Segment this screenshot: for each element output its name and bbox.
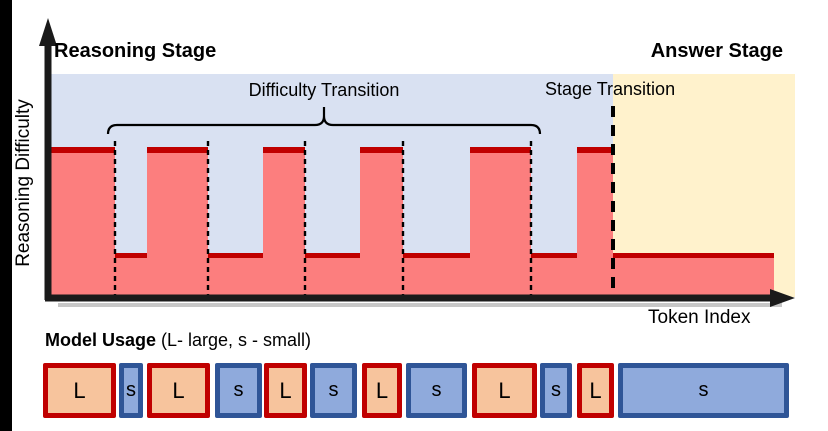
difficulty-level-line bbox=[305, 253, 360, 258]
model-block-small: s bbox=[215, 363, 262, 418]
difficulty-level-line bbox=[360, 147, 403, 153]
model-block-small: s bbox=[540, 363, 572, 418]
model-block-letter: L bbox=[279, 377, 292, 403]
answer-stage-title: Answer Stage bbox=[650, 40, 783, 62]
stage-transition-label: Stage Transition bbox=[545, 79, 676, 99]
model-block-letter: L bbox=[172, 377, 185, 403]
difficulty-level-line bbox=[51, 147, 115, 153]
difficulty-level-line bbox=[470, 147, 531, 153]
difficulty-level-line bbox=[577, 147, 613, 153]
difficulty-level-line bbox=[147, 147, 208, 153]
difficulty-transition-brace bbox=[106, 107, 542, 135]
difficulty-level-line bbox=[115, 253, 147, 258]
model-block-large: L bbox=[264, 363, 307, 418]
model-block-small: s bbox=[119, 363, 143, 418]
model-block-large: L bbox=[577, 363, 614, 418]
x-axis-label: Token Index bbox=[648, 307, 751, 328]
reasoning-stage-title: Reasoning Stage bbox=[54, 40, 217, 62]
model-block-letter: s bbox=[698, 379, 709, 401]
difficulty-transition-label: Difficulty Transition bbox=[248, 80, 400, 100]
difficulty-level-line bbox=[208, 253, 263, 258]
model-usage-label-note: (L- large, s - small) bbox=[156, 330, 312, 350]
model-block-letter: s bbox=[126, 379, 136, 401]
model-block-large: L bbox=[43, 363, 116, 418]
model-block-letter: L bbox=[73, 377, 86, 403]
difficulty-level-line bbox=[263, 147, 305, 153]
model-block-letter: L bbox=[589, 377, 602, 403]
model-block-letter: s bbox=[233, 379, 244, 401]
difficulty-level-line bbox=[403, 253, 470, 258]
y-axis-arrowhead bbox=[39, 18, 57, 46]
model-usage-label-bold: Model Usage bbox=[45, 330, 157, 350]
transition-dashed-lines bbox=[113, 106, 615, 295]
difficulty-level-line bbox=[613, 253, 774, 258]
model-block-small: s bbox=[406, 363, 467, 418]
x-axis-arrowhead bbox=[770, 289, 795, 307]
model-block-small: s bbox=[618, 363, 789, 418]
model-block-large: L bbox=[362, 363, 402, 418]
model-block-letter: s bbox=[328, 379, 339, 401]
left-black-strip bbox=[0, 0, 12, 431]
axes bbox=[39, 18, 795, 307]
model-usage-label: Model Usage (L- large, s - small) bbox=[45, 330, 311, 351]
model-block-letter: L bbox=[375, 377, 389, 403]
y-axis-label: Reasoning Difficulty bbox=[13, 99, 34, 267]
model-block-letter: s bbox=[551, 379, 561, 401]
model-block-large: L bbox=[472, 363, 537, 418]
difficulty-level-line bbox=[531, 253, 577, 258]
model-block-large: L bbox=[147, 363, 210, 418]
model-block-small: s bbox=[310, 363, 357, 418]
difficulty-area bbox=[51, 147, 774, 297]
model-block-letter: s bbox=[431, 379, 442, 401]
difficulty-step-area bbox=[51, 147, 774, 297]
model-block-letter: L bbox=[498, 377, 511, 403]
